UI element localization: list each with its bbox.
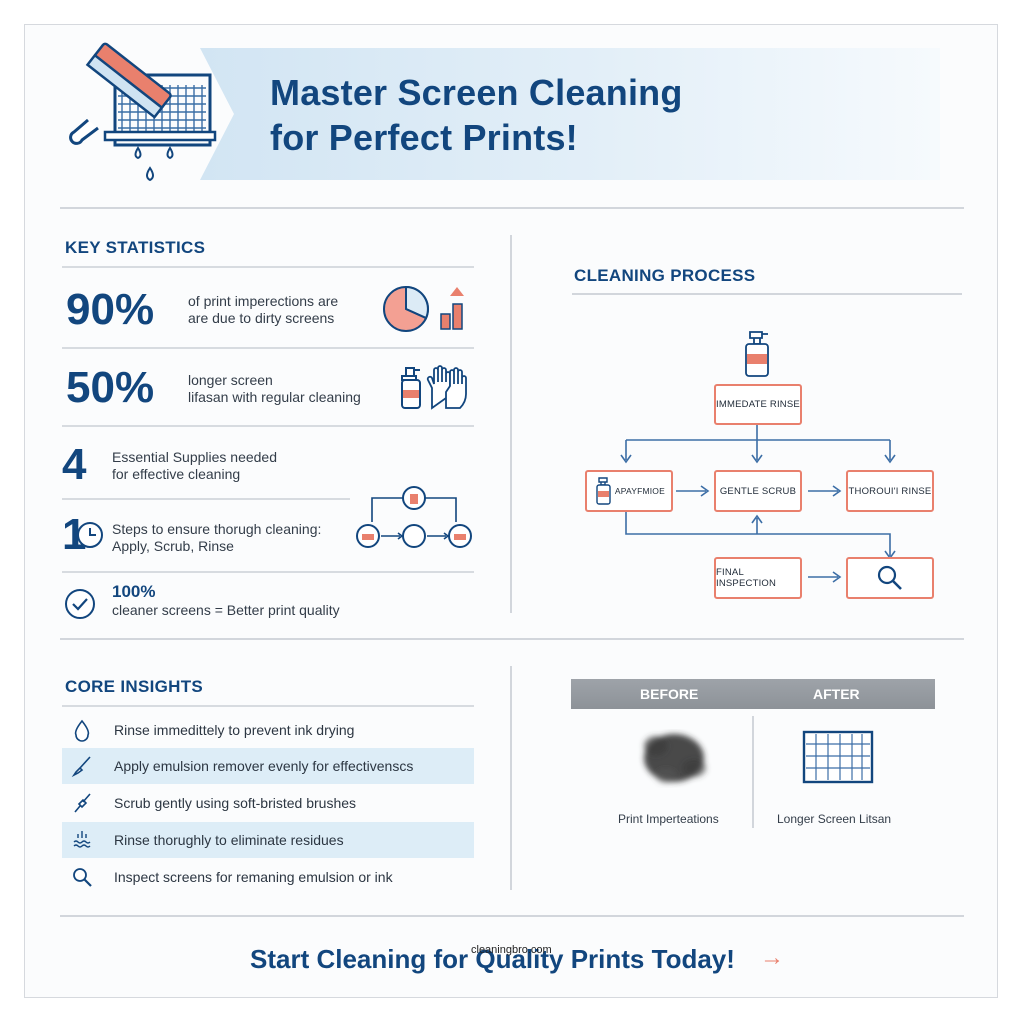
stats-row-divider-3 [62, 498, 350, 500]
before-caption: Print Imperteations [618, 812, 719, 826]
stat-text-90-line1: of print imperections are [188, 293, 339, 309]
core-insights-title: CORE INSIGHTS [65, 677, 204, 696]
title-line-2: for Perfect Prints! [270, 117, 578, 158]
insight-row-3: Scrub gently using soft-bristed brushes [62, 785, 474, 821]
step-final-inspection: FINAL INSPECTION [714, 557, 802, 599]
divider-top [60, 207, 964, 209]
process-title-underline [572, 293, 962, 295]
step-gentle-scrub: GENTLE SCRUB [714, 470, 802, 512]
insights-title-underline [62, 705, 474, 707]
step-inspection-magnifier-box [846, 557, 934, 599]
insight-text-2: Apply emulsion remover evenly for effect… [114, 758, 414, 774]
stat-value-50: 50% [66, 363, 155, 412]
watermark-text: cleaningbro.com [471, 944, 552, 956]
spray-bottle-gloves-icon [401, 365, 467, 410]
cta-text[interactable]: Start Cleaning for Quality Prints Today! [250, 944, 735, 974]
step-apply-label: APAYFMIOE [614, 486, 665, 496]
before-after-bar [571, 679, 935, 709]
stat-text-90: of print imperections are are due to dir… [188, 293, 338, 327]
squeegee-screen-icon [69, 42, 217, 182]
stat-text-50-line2: lifasan with regular cleaning [188, 389, 361, 405]
divider-middle-lower [510, 666, 512, 890]
insight-row-2: Apply emulsion remover evenly for effect… [62, 748, 474, 784]
clean-screen-image [802, 730, 874, 784]
stats-row-divider-4 [62, 571, 474, 573]
key-statistics-title: KEY STATISTICS [65, 238, 206, 257]
before-after-divider [752, 716, 754, 828]
stat-text-1: Steps to ensure thorugh cleaning: Apply,… [112, 521, 321, 555]
stat-text-1-line2: Apply, Scrub, Rinse [112, 538, 234, 554]
insight-text-1: Rinse immedittely to prevent ink drying [114, 722, 355, 738]
stat-value-100: 100% [112, 582, 156, 601]
stat-value-90: 90% [66, 285, 155, 334]
scrub-brush-icon [74, 793, 91, 813]
checkmark-icon [65, 589, 95, 619]
divider-middle-upper [510, 235, 512, 613]
ink-stain-image [644, 734, 706, 783]
steps-cycle-icon [356, 486, 472, 548]
brush-icon [71, 756, 91, 778]
title-banner [200, 48, 940, 180]
stats-row-divider-1 [62, 347, 474, 349]
stat-text-50: longer screen lifasan with regular clean… [188, 372, 361, 406]
magnifier-icon [73, 868, 92, 887]
stat-text-50-line1: longer screen [188, 372, 273, 388]
insight-text-4: Rinse thorughly to eliminate residues [114, 832, 344, 848]
insight-text-5: Inspect screens for remaning emulsion or… [114, 869, 393, 885]
after-label: AFTER [813, 686, 860, 702]
page-title: Master Screen Cleaning for Perfect Print… [270, 70, 683, 160]
insight-row-5: Inspect screens for remaning emulsion or… [62, 859, 474, 895]
stat-text-4-line1: Essential Supplies needed [112, 449, 278, 465]
stat-text-100: cleaner screens = Better print quality [112, 602, 340, 618]
divider-mid [60, 638, 964, 640]
title-line-1: Master Screen Cleaning [270, 72, 683, 113]
stat-value-4: 4 [62, 440, 87, 489]
after-caption: Longer Screen Litsan [777, 812, 892, 826]
stat-text-90-line2: are due to dirty screens [188, 310, 335, 326]
insight-row-1: Rinse immedittely to prevent ink drying [62, 712, 474, 748]
clock-icon [77, 522, 103, 548]
process-flow-connectors [620, 331, 896, 583]
insight-row-4: Rinse thorughly to eliminate residues [62, 822, 474, 858]
step-thorough-rinse: THOROUI'I RINSE [846, 470, 934, 512]
apply-spray-icon [596, 477, 611, 505]
cta-arrow-icon[interactable]: → [760, 944, 784, 971]
cleaning-process-title: CLEANING PROCESS [574, 266, 756, 285]
stat-text-1-line1: Steps to ensure thorugh cleaning: [112, 521, 322, 537]
stats-title-underline [62, 266, 474, 268]
spray-bottle-icon [745, 331, 769, 377]
stat-text-4: Essential Supplies needed for effective … [112, 449, 277, 483]
insight-text-3: Scrub gently using soft-bristed brushes [114, 795, 357, 811]
water-drop-icon [74, 719, 90, 742]
stats-row-divider-2 [62, 425, 474, 427]
rinse-waves-icon [73, 831, 91, 848]
magnifier-icon [877, 565, 902, 590]
before-label: BEFORE [640, 686, 699, 702]
step-immediate-rinse: IMMEDATE RINSE [714, 384, 802, 425]
pie-chart-icon [383, 285, 464, 332]
stat-text-4-line2: for effective cleaning [112, 466, 241, 482]
divider-bottom [60, 915, 964, 917]
